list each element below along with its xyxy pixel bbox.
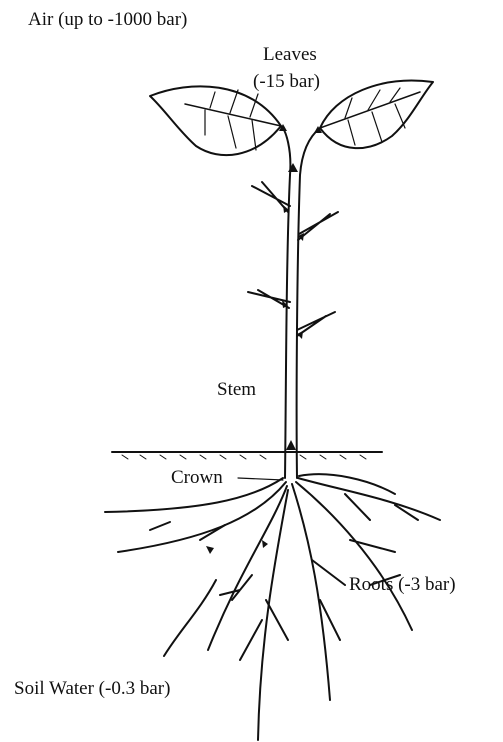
stem-side-shoots — [248, 182, 338, 336]
crown-label: Crown — [171, 468, 223, 487]
stem-label: Stem — [217, 380, 256, 399]
arrow-root-2 — [262, 540, 268, 548]
ground-line — [112, 452, 382, 459]
crown-leader-line — [238, 478, 283, 480]
arrow-root — [206, 546, 214, 554]
leaves-potential-label: (-15 bar) — [253, 72, 320, 91]
air-label: Air (up to -1000 bar) — [28, 10, 187, 29]
arrow-up-stem — [286, 440, 296, 450]
roots-label: Roots (-3 bar) — [349, 575, 456, 594]
soil-water-label: Soil Water (-0.3 bar) — [14, 679, 170, 698]
roots — [105, 474, 440, 740]
right-leaf — [320, 81, 433, 149]
leaves-label: Leaves — [263, 45, 317, 64]
left-leaf — [150, 86, 281, 155]
